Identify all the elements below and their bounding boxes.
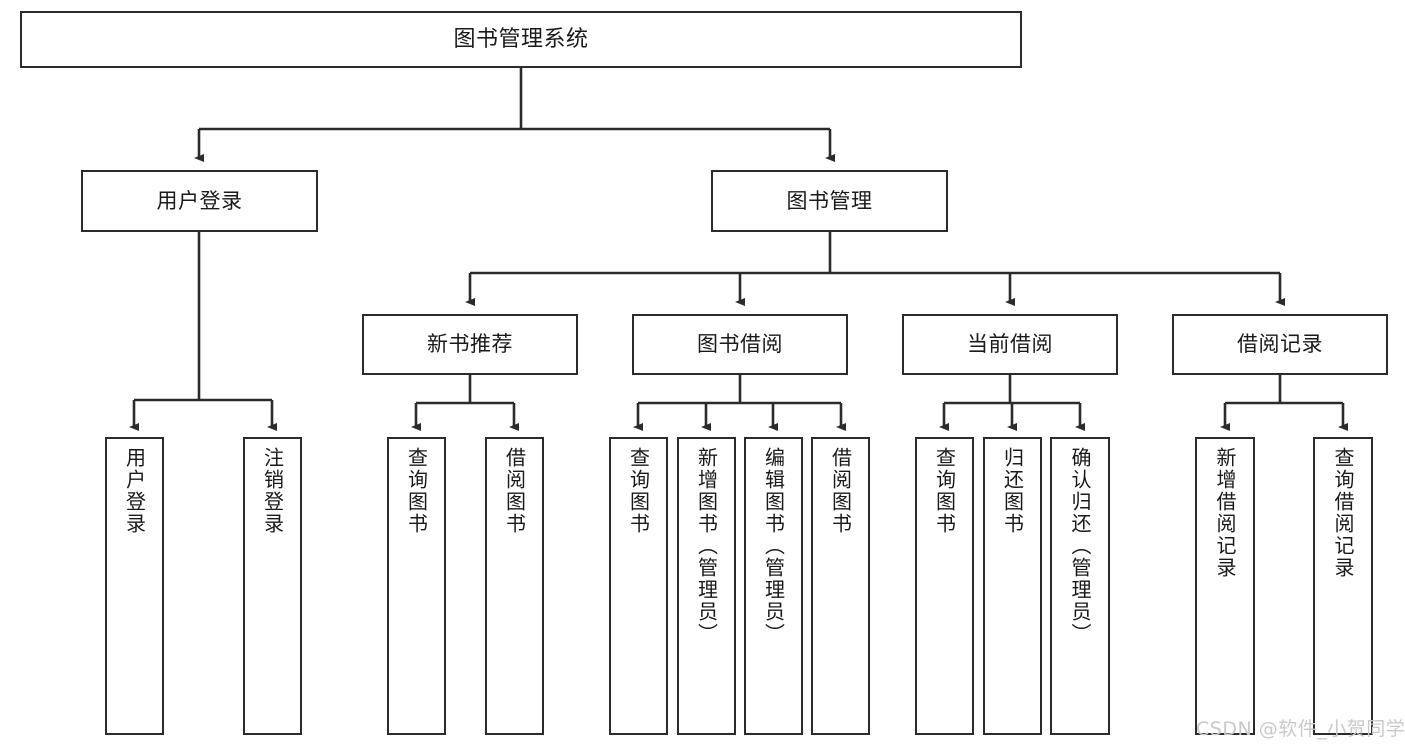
node-label: 新增借阅记录 bbox=[1213, 447, 1237, 579]
node-label: 查询图书 bbox=[626, 447, 651, 535]
node-leaf-query-book-2[interactable]: 查询图书 bbox=[609, 437, 668, 735]
node-label: 借阅图书 bbox=[502, 447, 527, 535]
node-user-login[interactable]: 用户登录 bbox=[81, 170, 318, 232]
node-label: 查询图书 bbox=[932, 447, 957, 535]
node-label: 新书推荐 bbox=[427, 332, 513, 357]
node-leaf-confirm-return[interactable]: 确认归还（管理员） bbox=[1050, 437, 1110, 735]
node-root-system[interactable]: 图书管理系统 bbox=[20, 11, 1022, 68]
node-leaf-user-logout[interactable]: 注销登录 bbox=[243, 437, 302, 735]
node-book-borrow[interactable]: 图书借阅 bbox=[632, 314, 848, 375]
node-label: 图书管理系统 bbox=[453, 26, 589, 52]
node-leaf-add-record[interactable]: 新增借阅记录 bbox=[1195, 437, 1255, 735]
node-label: 图书借阅 bbox=[697, 332, 783, 357]
node-new-book-recommend[interactable]: 新书推荐 bbox=[362, 314, 578, 375]
node-label: 确认归还（管理员） bbox=[1068, 447, 1092, 645]
node-label: 查询图书 bbox=[404, 447, 429, 535]
node-book-manage[interactable]: 图书管理 bbox=[711, 170, 948, 232]
node-label: 编辑图书（管理员） bbox=[761, 447, 786, 645]
node-leaf-borrow-book-2[interactable]: 借阅图书 bbox=[811, 437, 870, 735]
node-label: 用户登录 bbox=[156, 188, 243, 213]
node-label: 当前借阅 bbox=[967, 332, 1053, 357]
node-leaf-user-login[interactable]: 用户登录 bbox=[105, 437, 164, 735]
node-label: 图书管理 bbox=[786, 188, 873, 213]
node-leaf-query-book-1[interactable]: 查询图书 bbox=[387, 437, 446, 735]
node-label: 查询借阅记录 bbox=[1331, 447, 1355, 579]
csdn-watermark: CSDN @软件_小贺同学 bbox=[1196, 718, 1405, 740]
node-label: 用户登录 bbox=[122, 447, 147, 535]
node-label: 借阅图书 bbox=[828, 447, 853, 535]
node-leaf-return-book[interactable]: 归还图书 bbox=[983, 437, 1042, 735]
node-leaf-query-book-3[interactable]: 查询图书 bbox=[915, 437, 974, 735]
node-leaf-borrow-book-1[interactable]: 借阅图书 bbox=[485, 437, 544, 735]
node-label: 新增图书（管理员） bbox=[694, 447, 719, 645]
node-leaf-add-book[interactable]: 新增图书（管理员） bbox=[677, 437, 736, 735]
node-current-borrow[interactable]: 当前借阅 bbox=[902, 314, 1118, 375]
node-leaf-edit-book[interactable]: 编辑图书（管理员） bbox=[744, 437, 803, 735]
node-label: 借阅记录 bbox=[1237, 332, 1323, 357]
node-borrow-record[interactable]: 借阅记录 bbox=[1172, 314, 1388, 375]
node-label: 注销登录 bbox=[260, 447, 285, 535]
node-label: 归还图书 bbox=[1000, 447, 1025, 535]
node-leaf-query-record[interactable]: 查询借阅记录 bbox=[1313, 437, 1373, 735]
